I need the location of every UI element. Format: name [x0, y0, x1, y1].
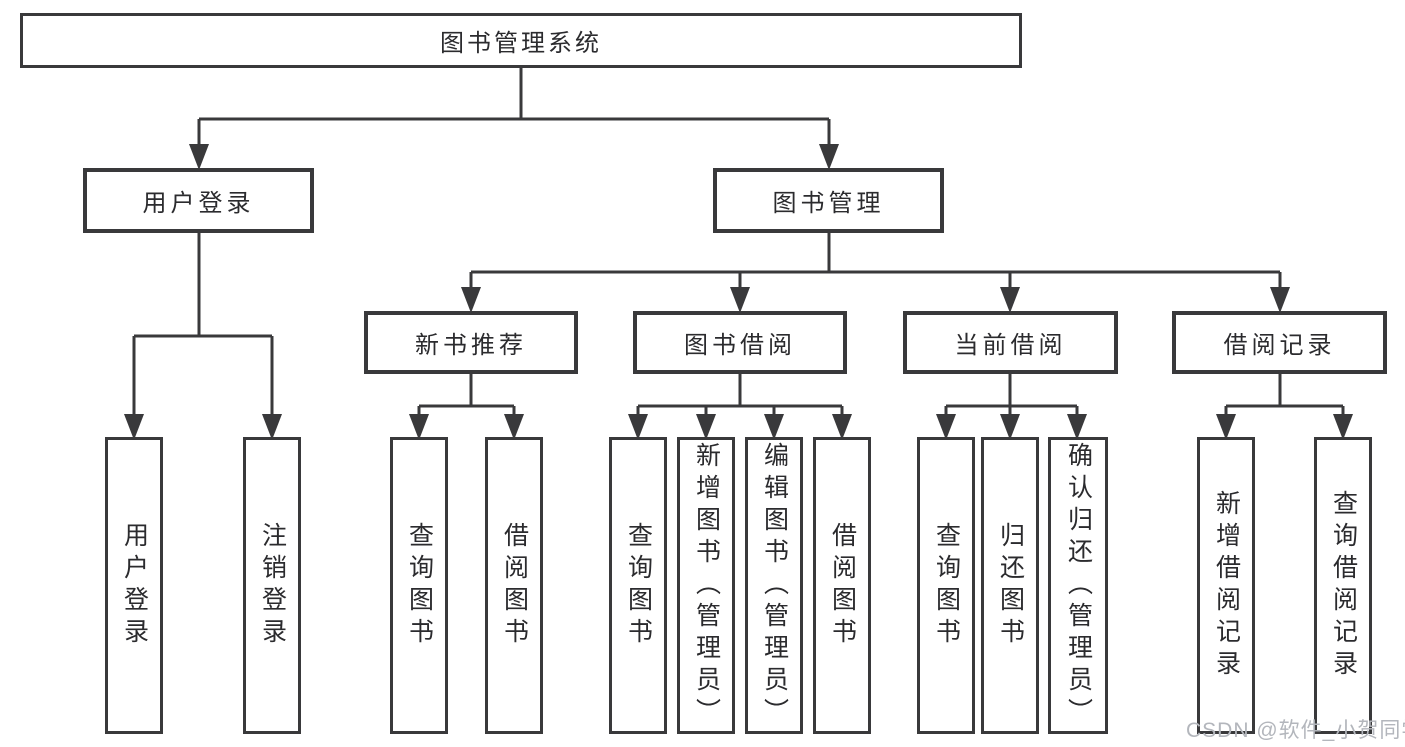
node-current-borrow: 当前借阅 — [903, 311, 1118, 374]
leaf-add-borrow-record: 新增借阅记录 — [1197, 437, 1255, 734]
leaf-add-borrow-record-label: 新增借阅记录 — [1212, 489, 1241, 682]
leaf-query-books-current-label: 查询图书 — [932, 521, 961, 650]
leaf-query-books-current: 查询图书 — [917, 437, 975, 734]
leaf-query-borrow-record: 查询借阅记录 — [1314, 437, 1372, 734]
connector-borrow-records-children — [1216, 374, 1353, 440]
leaf-confirm-return-admin: 确认归还（管理员） — [1048, 437, 1108, 734]
leaf-logout-login: 注销登录 — [243, 437, 301, 734]
leaf-borrow-books: 借阅图书 — [813, 437, 871, 734]
leaf-borrow-books-label: 借阅图书 — [828, 521, 857, 650]
leaf-add-books-admin: 新增图书（管理员） — [677, 437, 735, 734]
node-book-borrow: 图书借阅 — [633, 311, 847, 374]
leaf-user-login-label: 用户登录 — [120, 521, 149, 650]
leaf-user-login: 用户登录 — [105, 437, 163, 734]
leaf-edit-books-admin: 编辑图书（管理员） — [745, 437, 803, 734]
connector-current-borrow-children — [936, 374, 1087, 440]
leaf-logout-login-label: 注销登录 — [258, 521, 287, 650]
leaf-query-borrow-record-label: 查询借阅记录 — [1329, 489, 1358, 682]
connector-root-to-level2 — [189, 68, 839, 170]
leaf-confirm-return-admin-label: 确认归还（管理员） — [1064, 441, 1093, 730]
connector-new-book-recommend-children — [409, 374, 524, 440]
leaf-query-books-borrow-label: 查询图书 — [624, 521, 653, 650]
leaf-borrow-books-recommend: 借阅图书 — [485, 437, 543, 734]
node-new-book-recommend: 新书推荐 — [364, 311, 578, 374]
connector-book-borrow-children — [628, 374, 852, 440]
leaf-query-books-recommend: 查询图书 — [390, 437, 448, 734]
node-root: 图书管理系统 — [20, 13, 1022, 68]
connector-user-login-children — [124, 233, 282, 440]
connector-book-management-children — [461, 233, 1290, 313]
leaf-add-books-admin-label: 新增图书（管理员） — [692, 441, 721, 730]
node-book-management: 图书管理 — [713, 168, 944, 233]
leaf-borrow-books-recommend-label: 借阅图书 — [500, 521, 529, 650]
leaf-query-books-recommend-label: 查询图书 — [405, 521, 434, 650]
leaf-return-books-label: 归还图书 — [996, 521, 1025, 650]
leaf-query-books-borrow: 查询图书 — [609, 437, 667, 734]
node-user-login: 用户登录 — [83, 168, 314, 233]
node-borrow-records: 借阅记录 — [1172, 311, 1387, 374]
csdn-watermark: CSDN @软件_小贺同学 — [1186, 719, 1405, 742]
leaf-edit-books-admin-label: 编辑图书（管理员） — [760, 441, 789, 730]
leaf-return-books: 归还图书 — [981, 437, 1039, 734]
